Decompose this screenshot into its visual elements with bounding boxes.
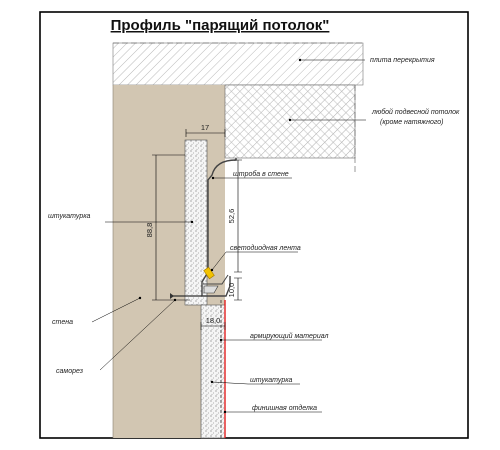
svg-text:финишная отделка: финишная отделка bbox=[252, 404, 317, 412]
label-plaster-bottom: штукатурка bbox=[210, 377, 300, 385]
dimension-width-top: 17 bbox=[185, 123, 226, 137]
led-strip bbox=[203, 266, 215, 280]
svg-text:любой подвесной потолок: любой подвесной потолок bbox=[371, 108, 460, 116]
svg-text:плита перекрытия: плита перекрытия bbox=[370, 57, 435, 64]
label-led: светодиодная лента bbox=[210, 244, 301, 272]
svg-text:18,0: 18,0 bbox=[206, 316, 221, 325]
svg-text:стена: стена bbox=[52, 319, 73, 326]
svg-text:саморез: саморез bbox=[56, 368, 84, 375]
svg-text:штукатурка: штукатурка bbox=[250, 377, 293, 384]
label-mesh: армирующий материал bbox=[219, 332, 329, 342]
label-finish: финишная отделка bbox=[223, 404, 322, 414]
floor-slab bbox=[112, 42, 364, 86]
svg-text:штроба в стене: штроба в стене bbox=[233, 170, 289, 178]
label-ceiling: любой подвесной потолок (кроме натяжного… bbox=[288, 108, 460, 126]
label-wall: стена bbox=[52, 296, 142, 326]
drawing-frame bbox=[39, 11, 469, 439]
label-chase: штроба в стене bbox=[211, 170, 292, 180]
svg-text:10,0: 10,0 bbox=[227, 283, 236, 298]
svg-text:88,8: 88,8 bbox=[145, 223, 154, 238]
drawing-title: Профиль "парящий потолок" bbox=[111, 17, 330, 34]
label-screw: саморез bbox=[56, 298, 177, 375]
svg-text:светодиодная лента: светодиодная лента bbox=[230, 244, 301, 252]
svg-text:армирующий материал: армирующий материал bbox=[250, 332, 329, 340]
dimension-height-lower: 10,0 bbox=[227, 277, 242, 301]
dimension-height-total: 88,8 bbox=[145, 154, 190, 301]
svg-text:штукатурка: штукатурка bbox=[48, 213, 91, 220]
label-slab: плита перекрытия bbox=[298, 57, 435, 64]
svg-text:(кроме натяжного): (кроме натяжного) bbox=[380, 119, 443, 126]
svg-text:17: 17 bbox=[201, 123, 209, 132]
label-plaster-top: штукатурка bbox=[48, 213, 194, 224]
plaster-upper bbox=[184, 139, 208, 306]
suspended-ceiling bbox=[224, 84, 356, 159]
dimension-height-upper: 52,6 bbox=[227, 159, 242, 273]
dimension-width-bottom: 18,0 bbox=[200, 316, 226, 330]
svg-text:52,6: 52,6 bbox=[227, 209, 236, 224]
